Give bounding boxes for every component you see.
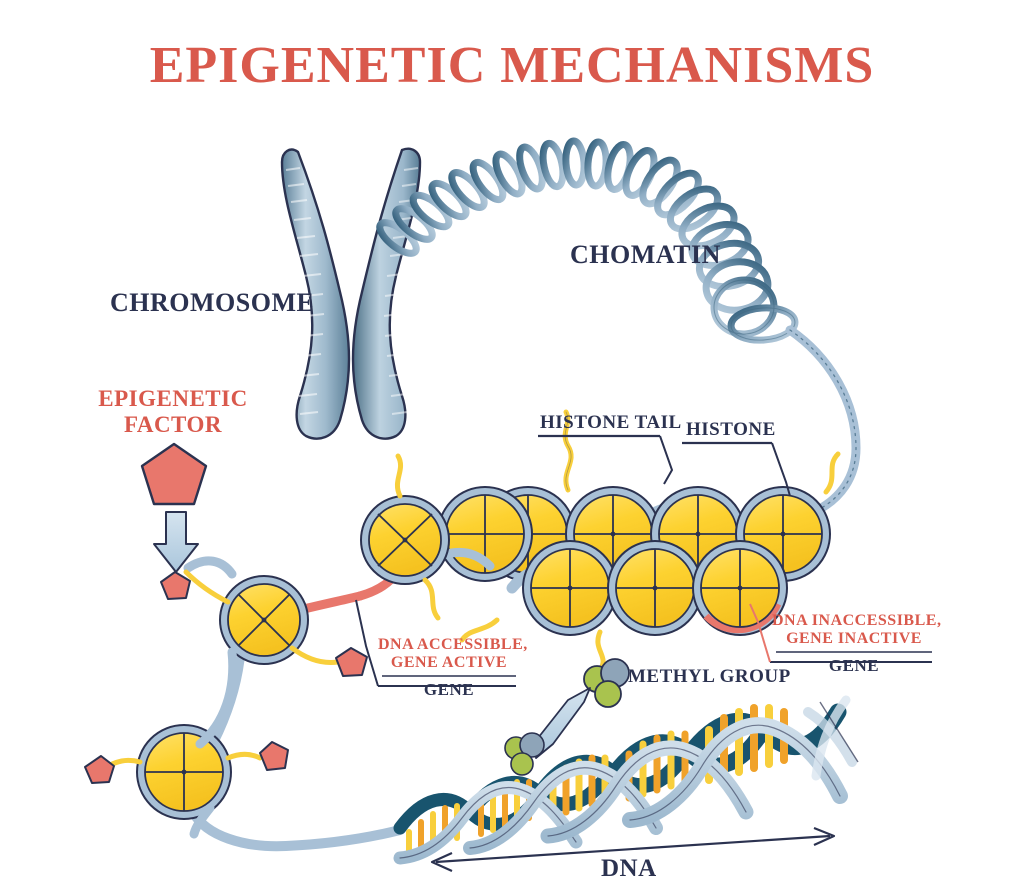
nucleosome-icon bbox=[607, 540, 703, 636]
double-headed-arrow-icon bbox=[430, 826, 836, 873]
open-chromatin-group bbox=[84, 453, 495, 852]
label-dna-accessible: DNA ACCESSIBLE, GENE ACTIVE bbox=[378, 636, 528, 673]
label-chromosome: CHROMOSOME bbox=[110, 288, 315, 317]
label-dna-accessible-line2: GENE ACTIVE bbox=[390, 654, 508, 672]
nucleosome-icon-inactive-gene bbox=[692, 540, 788, 636]
pentagon-factor-icon bbox=[259, 741, 289, 771]
label-gene-active: GENE bbox=[423, 680, 475, 699]
label-histone: HISTONE bbox=[686, 419, 776, 440]
dna-double-helix-icon bbox=[393, 695, 859, 865]
label-epigenetic-factor-line2: FACTOR bbox=[124, 412, 222, 438]
page-title: EPIGENETIC MECHANISMS bbox=[149, 37, 875, 94]
chromatin-coil-icon bbox=[376, 137, 799, 344]
pentagon-factor-icon bbox=[335, 647, 368, 677]
nucleosome-icon bbox=[360, 495, 450, 585]
pentagon-factor-icon bbox=[160, 571, 191, 600]
label-dna-inaccessible-line2: GENE INACTIVE bbox=[786, 630, 922, 648]
nucleosome-icon bbox=[522, 540, 618, 636]
methyl-molecule-icon bbox=[504, 732, 545, 776]
label-epigenetic-factor-line1: EPIGENETIC bbox=[98, 386, 248, 411]
label-dna-inaccessible-line1: DNA INACCESSIBLE, bbox=[772, 612, 942, 629]
label-dna-inaccessible: DNA INACCESSIBLE, GENE INACTIVE bbox=[772, 612, 942, 649]
label-gene-inactive: GENE bbox=[828, 656, 880, 675]
label-dna: DNA bbox=[601, 855, 657, 882]
label-histone-tail: HISTONE TAIL bbox=[540, 412, 682, 433]
pentagon-factor-icon bbox=[140, 442, 208, 506]
label-epigenetic-factor: EPIGENETIC FACTOR bbox=[78, 386, 268, 439]
label-methyl-group: METHYL GROUP bbox=[628, 666, 791, 687]
nucleosome-icon bbox=[136, 724, 232, 820]
label-chromatin: CHOMATIN bbox=[570, 240, 721, 269]
nucleosome-icon bbox=[219, 575, 309, 665]
label-dna-accessible-line1: DNA ACCESSIBLE, bbox=[378, 636, 528, 653]
epigenetic-factor-group bbox=[140, 442, 208, 600]
down-arrow-icon bbox=[153, 511, 199, 573]
pentagon-factor-icon bbox=[84, 755, 115, 784]
methyl-molecule-icon bbox=[583, 658, 630, 708]
